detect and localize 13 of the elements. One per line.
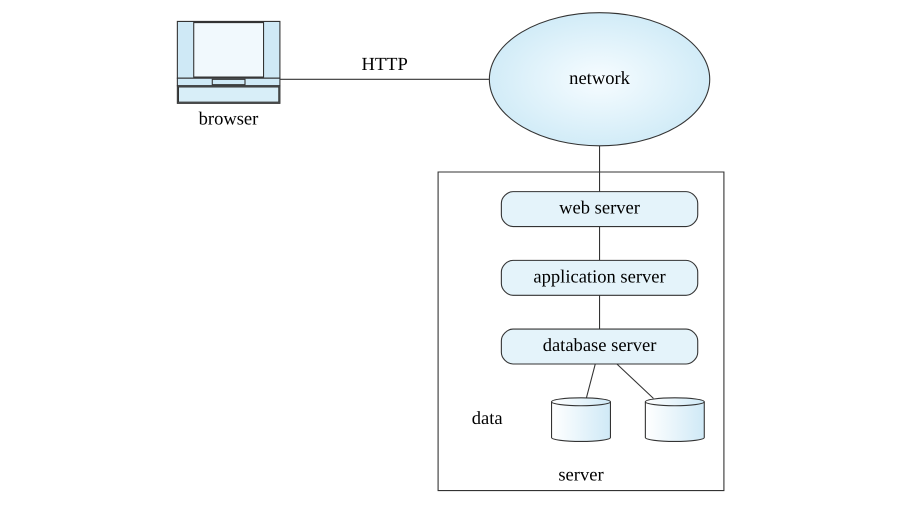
connector: [616, 364, 654, 399]
node-ellipse: network: [488, 12, 710, 146]
connector: [280, 78, 489, 80]
node-box: web server: [500, 191, 698, 228]
node-label: browser: [198, 108, 258, 130]
connector: [599, 226, 600, 260]
node-box: application server: [500, 260, 698, 296]
edge-label: HTTP: [361, 54, 408, 76]
label: data: [472, 408, 503, 430]
connector: [599, 146, 600, 192]
connector: [599, 295, 600, 329]
node-box: database server: [500, 328, 698, 365]
connector: [586, 364, 596, 398]
